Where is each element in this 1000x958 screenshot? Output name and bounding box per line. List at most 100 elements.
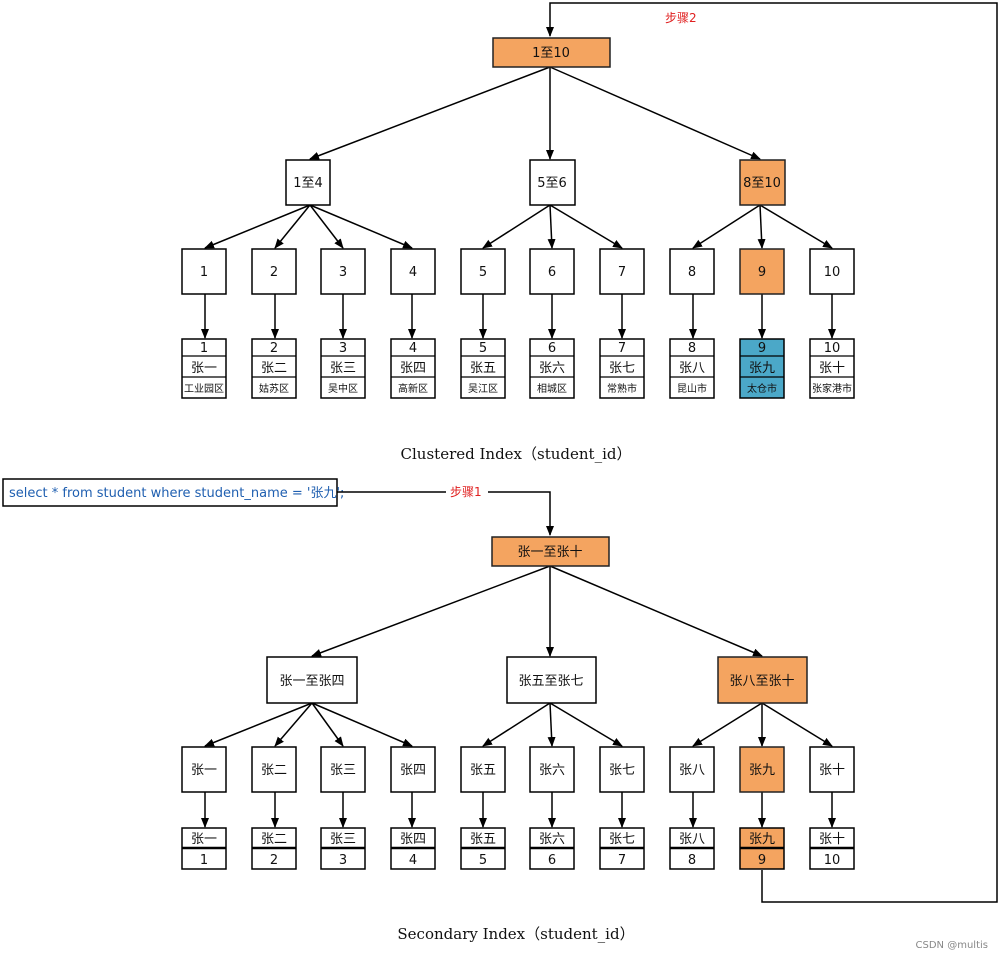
clustered-level1-label: 5至6 bbox=[537, 176, 567, 191]
secondary-level2-node: 张八 bbox=[669, 746, 715, 793]
clustered-level2-node: 8 bbox=[669, 248, 715, 295]
step2-path bbox=[546, 2, 998, 903]
clustered-level1-node: 5至6 bbox=[529, 159, 576, 206]
leaf-id: 2 bbox=[270, 853, 278, 868]
leaf-city: 常熟市 bbox=[607, 382, 637, 395]
secondary-leaf: 张五 5 bbox=[460, 827, 506, 870]
secondary-level2-label: 张三 bbox=[330, 763, 356, 778]
query-box: select * from student where student_name… bbox=[2, 478, 344, 507]
leaf-city: 昆山市 bbox=[677, 382, 707, 395]
clustered-leaf: 10 张十 张家港市 bbox=[809, 338, 855, 399]
secondary-level1-label: 张一至张四 bbox=[279, 674, 344, 689]
clustered-leaf: 5 张五 吴江区 bbox=[460, 338, 506, 399]
clustered-level2-label: 10 bbox=[824, 265, 841, 280]
leaf-name: 张五 bbox=[470, 361, 496, 376]
leaf-id: 2 bbox=[270, 341, 278, 356]
leaf-name: 张六 bbox=[539, 832, 565, 847]
leaf-city: 吴中区 bbox=[328, 382, 358, 395]
clustered-index-tree: 1至10 1至4 5至6 8至10 1 2 3 4 bbox=[181, 37, 855, 399]
secondary-level1-node: 张一至张四 bbox=[266, 656, 358, 704]
clustered-leaf: 3 张三 吴中区 bbox=[320, 338, 366, 399]
secondary-leaf: 张一 1 bbox=[181, 827, 227, 870]
leaf-name: 张二 bbox=[261, 361, 287, 376]
clustered-level2-node: 10 bbox=[809, 248, 855, 295]
leaf-city: 相城区 bbox=[537, 382, 567, 395]
clustered-level2-label: 2 bbox=[270, 265, 278, 280]
secondary-level2-label: 张四 bbox=[400, 763, 426, 778]
leaf-city: 工业园区 bbox=[184, 383, 224, 395]
leaf-id: 7 bbox=[618, 341, 626, 356]
leaf-name: 张一 bbox=[191, 832, 217, 847]
secondary-level2-label: 张一 bbox=[191, 763, 217, 778]
secondary-root-label: 张一至张十 bbox=[517, 545, 582, 560]
secondary-level1-node-highlighted: 张八至张十 bbox=[717, 656, 808, 704]
secondary-level2-label: 张十 bbox=[819, 763, 845, 778]
leaf-name: 张五 bbox=[470, 832, 496, 847]
secondary-level2-label: 张二 bbox=[261, 763, 287, 778]
leaf-id: 10 bbox=[824, 341, 841, 356]
step1-label: 步骤1 bbox=[450, 485, 482, 499]
leaf-name: 张六 bbox=[539, 361, 565, 376]
leaf-name: 张七 bbox=[609, 832, 635, 847]
secondary-level2-label: 张五 bbox=[470, 763, 496, 778]
clustered-level2-node: 1 bbox=[181, 248, 227, 295]
secondary-root-node: 张一至张十 bbox=[491, 536, 610, 567]
clustered-level1-label: 1至4 bbox=[293, 176, 323, 191]
clustered-index-caption: Clustered Index（student_id） bbox=[401, 445, 632, 463]
leaf-city: 吴江区 bbox=[468, 383, 498, 395]
leaf-name: 张三 bbox=[330, 361, 356, 376]
leaf-city: 姑苏区 bbox=[259, 382, 289, 395]
step2-label: 步骤2 bbox=[665, 11, 697, 25]
secondary-level2-node: 张六 bbox=[529, 746, 575, 793]
leaf-id: 1 bbox=[200, 341, 208, 356]
leaf-id: 5 bbox=[479, 853, 487, 868]
clustered-level2-node: 7 bbox=[599, 248, 645, 295]
clustered-leaf: 2 张二 姑苏区 bbox=[251, 338, 297, 399]
leaf-id: 4 bbox=[409, 341, 417, 356]
leaf-name: 张九 bbox=[749, 361, 775, 376]
clustered-level2-node: 6 bbox=[529, 248, 575, 295]
secondary-leaf: 张四 4 bbox=[390, 827, 436, 870]
clustered-level2-label: 3 bbox=[339, 265, 347, 280]
clustered-leaf-found: 9 张九 太仓市 bbox=[739, 338, 785, 399]
clustered-level1-node: 1至4 bbox=[285, 159, 331, 206]
clustered-leaf: 7 张七 常熟市 bbox=[599, 338, 645, 399]
clustered-level1-node-highlighted: 8至10 bbox=[739, 159, 786, 206]
secondary-level2-label: 张六 bbox=[539, 763, 565, 778]
secondary-level2-node: 张十 bbox=[809, 746, 855, 793]
secondary-index-tree: 张一至张十 张一至张四 张五至张七 张八至张十 张一 张二 张三 bbox=[181, 536, 855, 870]
secondary-level2-label: 张八 bbox=[679, 763, 705, 778]
secondary-level1-label: 张八至张十 bbox=[729, 674, 794, 689]
clustered-root-label: 1至10 bbox=[532, 46, 570, 61]
leaf-name: 张四 bbox=[400, 361, 426, 376]
leaf-id: 8 bbox=[688, 341, 696, 356]
secondary-level2-node-highlighted: 张九 bbox=[739, 746, 785, 793]
leaf-name: 张八 bbox=[679, 361, 705, 376]
leaf-name: 张一 bbox=[191, 361, 217, 376]
leaf-id: 7 bbox=[618, 853, 626, 868]
clustered-leaf: 1 张一 工业园区 bbox=[181, 338, 227, 399]
secondary-level2-node: 张七 bbox=[599, 746, 645, 793]
clustered-level2-label: 5 bbox=[479, 265, 487, 280]
clustered-root-node: 1至10 bbox=[492, 37, 611, 68]
step1-label-bg bbox=[446, 484, 488, 500]
secondary-level2-node: 张四 bbox=[390, 746, 436, 793]
clustered-level2-node: 3 bbox=[320, 248, 366, 295]
secondary-leaf: 张二 2 bbox=[251, 827, 297, 870]
clustered-leaf: 4 张四 高新区 bbox=[390, 338, 436, 399]
leaf-id: 1 bbox=[200, 853, 208, 868]
leaf-id: 3 bbox=[339, 341, 347, 356]
secondary-leaf: 张十 10 bbox=[809, 827, 855, 870]
leaf-name: 张十 bbox=[819, 832, 845, 847]
leaf-name: 张八 bbox=[679, 832, 705, 847]
leaf-name: 张四 bbox=[400, 832, 426, 847]
secondary-leaf: 张八 8 bbox=[669, 827, 715, 870]
clustered-leaf: 8 张八 昆山市 bbox=[669, 338, 715, 399]
leaf-city: 太仓市 bbox=[747, 382, 777, 395]
clustered-level2-label: 4 bbox=[409, 265, 417, 280]
clustered-level2-node: 2 bbox=[251, 248, 297, 295]
secondary-leaf: 张六 6 bbox=[529, 827, 575, 870]
leaf-id: 9 bbox=[758, 341, 766, 356]
